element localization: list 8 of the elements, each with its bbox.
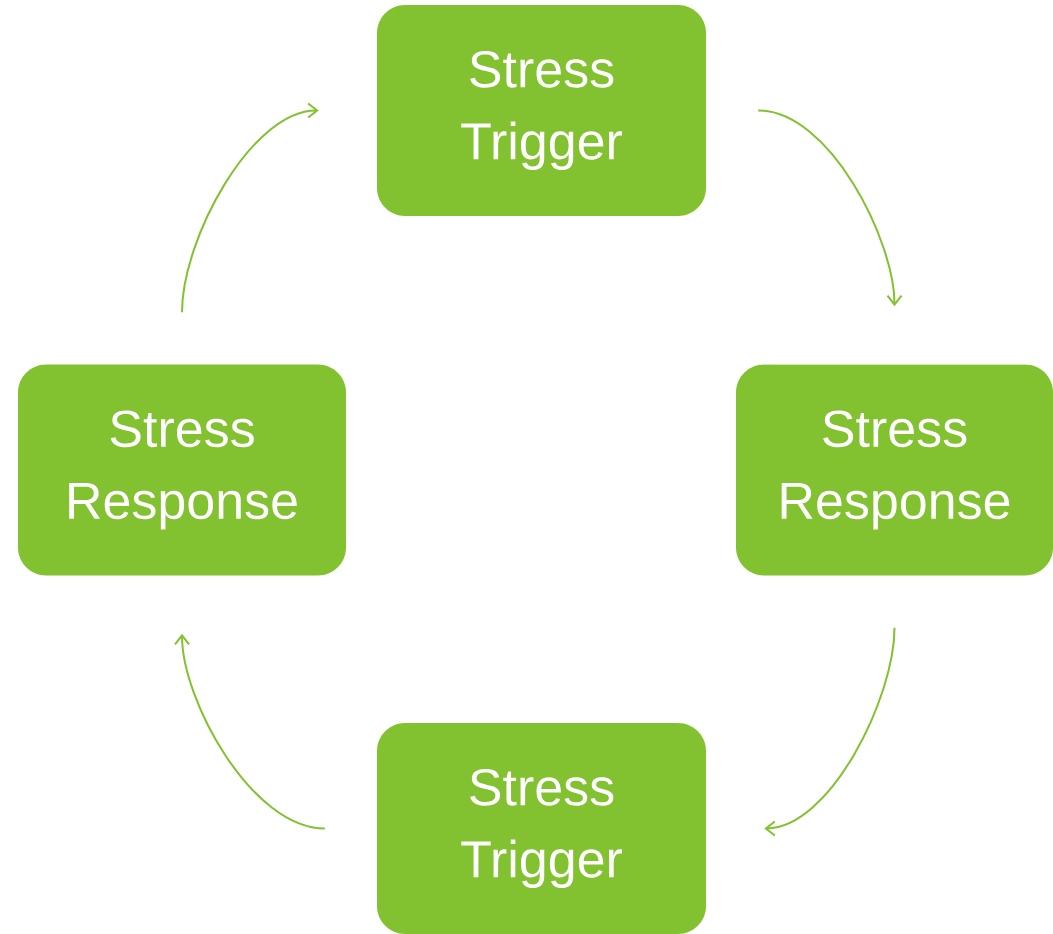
process-box: Stress Trigger <box>377 5 706 216</box>
process-box: Stress Response <box>736 364 1053 576</box>
process-box: Stress Response <box>18 364 346 576</box>
arrow <box>757 109 903 307</box>
arrow <box>181 102 319 314</box>
process-box: Stress Trigger <box>377 723 706 934</box>
arrow <box>764 626 896 837</box>
arrow <box>174 633 326 830</box>
